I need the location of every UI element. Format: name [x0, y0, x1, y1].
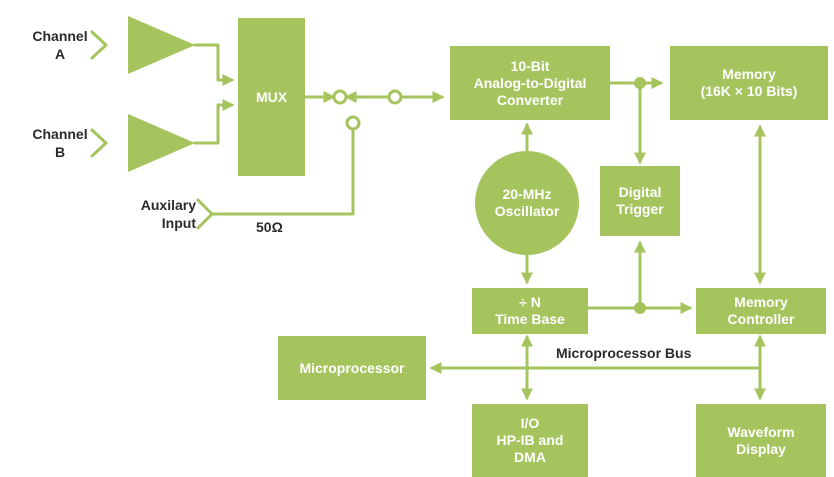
oscillator-circle: [475, 151, 579, 255]
channel-a-input-chevron: [90, 30, 108, 60]
aux-input-chevron: [196, 198, 214, 230]
switch-contact-adc: [387, 89, 403, 105]
wire-amp-b-to-mux: [193, 99, 235, 145]
memory-block: Memory(16K × 10 Bits): [670, 46, 828, 120]
channel-b-input-chevron: [90, 128, 108, 158]
junction-adc-trigger: [634, 77, 646, 89]
microprocessor-block: Microprocessor: [278, 336, 426, 400]
impedance-label: 50Ω: [256, 219, 283, 235]
junction-timebase-trigger: [634, 302, 646, 314]
channel-a-amplifier: [128, 16, 195, 74]
wire-amp-a-to-mux: [193, 43, 235, 86]
channel-b-amplifier: [128, 114, 195, 172]
mux-block: MUX: [238, 18, 305, 176]
switch-contact-mux: [332, 89, 348, 105]
wire-aux-input: [210, 129, 355, 216]
microprocessor-bus-label: Microprocessor Bus: [556, 345, 692, 361]
switch-contact-aux: [345, 115, 361, 131]
